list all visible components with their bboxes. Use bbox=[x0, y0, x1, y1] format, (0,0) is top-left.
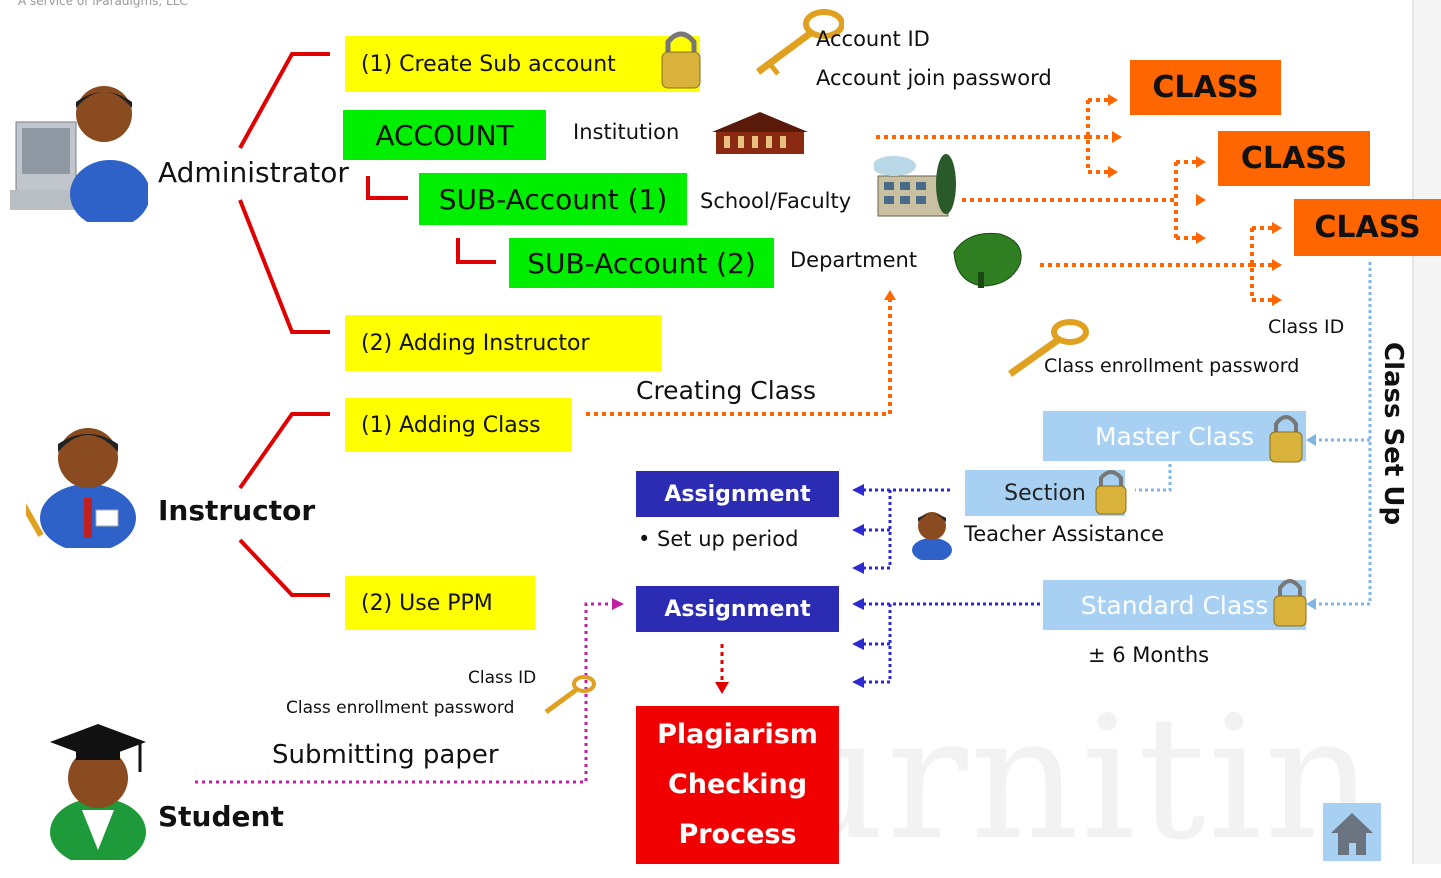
adding-class-label: (1) Adding Class bbox=[361, 412, 541, 438]
class-box-3: CLASS bbox=[1294, 199, 1441, 256]
sub-account-2-box: SUB-Account (2) bbox=[509, 238, 774, 288]
use-ppm-label: (2) Use PPM bbox=[361, 590, 493, 616]
lock-icon bbox=[1269, 415, 1303, 463]
lock-icon bbox=[1273, 579, 1307, 627]
adding-class-box: (1) Adding Class bbox=[345, 398, 572, 452]
creating-class-label: Creating Class bbox=[636, 376, 817, 405]
submitting-paper-label: Submitting paper bbox=[272, 740, 499, 770]
account-box: ACCOUNT bbox=[343, 110, 546, 160]
process-line-2: Checking bbox=[667, 769, 808, 800]
class-box-2: CLASS bbox=[1218, 131, 1370, 186]
adding-instructor-box: (2) Adding Instructor bbox=[345, 315, 662, 371]
account-id-label: Account ID bbox=[816, 27, 930, 51]
role-student: Student bbox=[158, 800, 284, 833]
setup-period-label: • Set up period bbox=[638, 527, 799, 551]
class-setup-label: Class Set Up bbox=[1378, 342, 1408, 526]
student-enrollment-password-label: Class enrollment password bbox=[286, 698, 515, 718]
key-icon bbox=[755, 9, 844, 76]
standard-class-box: Standard Class bbox=[1043, 580, 1306, 630]
class-enrollment-password-label: Class enrollment password bbox=[1044, 355, 1300, 377]
teacher-assistant-icon bbox=[912, 512, 952, 560]
department-label: Department bbox=[790, 248, 918, 272]
create-sub-account-box: (1) Create Sub account bbox=[345, 36, 700, 92]
watermark-text: urnitin bbox=[775, 680, 1376, 878]
home-button[interactable] bbox=[1323, 803, 1381, 861]
account-join-password-label: Account join password bbox=[816, 66, 1052, 90]
right-sidebar bbox=[1412, 0, 1441, 864]
six-months-label: ± 6 Months bbox=[1088, 643, 1210, 667]
key-icon bbox=[544, 675, 596, 715]
administrator-avatar bbox=[10, 86, 148, 222]
key-icon bbox=[1007, 319, 1089, 377]
process-line-3: Process bbox=[678, 819, 797, 850]
role-administrator: Administrator bbox=[158, 156, 349, 189]
header-text: A service of iParadigms, LLC bbox=[18, 0, 188, 8]
lock-icon bbox=[661, 31, 701, 89]
assignment-box-2: Assignment bbox=[636, 586, 839, 632]
department-icon bbox=[953, 232, 1022, 288]
master-class-box: Master Class bbox=[1043, 411, 1306, 461]
process-line-1: Plagiarism bbox=[657, 719, 818, 750]
use-ppm-box: (2) Use PPM bbox=[345, 576, 535, 630]
instructor-avatar bbox=[26, 428, 136, 548]
teacher-assistance-label: Teacher Assistance bbox=[964, 522, 1165, 546]
lock-icon bbox=[1095, 470, 1127, 515]
school-building-icon bbox=[874, 154, 956, 217]
institution-building-icon bbox=[712, 112, 808, 154]
home-icon bbox=[1331, 813, 1373, 855]
adding-instructor-label: (2) Adding Instructor bbox=[361, 330, 590, 356]
sub-account-1-box: SUB-Account (1) bbox=[419, 173, 687, 225]
role-instructor: Instructor bbox=[158, 494, 316, 527]
assignment-box-1: Assignment bbox=[636, 471, 839, 517]
school-faculty-label: School/Faculty bbox=[700, 189, 852, 213]
class-id-label: Class ID bbox=[1268, 316, 1345, 338]
class-box-1: CLASS bbox=[1130, 60, 1281, 115]
create-sub-account-label: (1) Create Sub account bbox=[361, 51, 616, 77]
student-class-id-label: Class ID bbox=[468, 668, 537, 688]
plagiarism-process-box: Plagiarism Checking Process bbox=[636, 706, 839, 864]
student-avatar bbox=[50, 724, 146, 860]
institution-label: Institution bbox=[573, 120, 680, 144]
